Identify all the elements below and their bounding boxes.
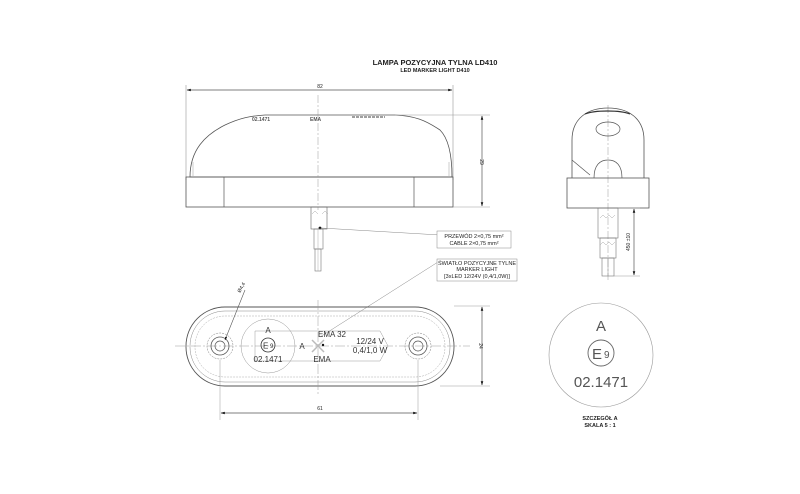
detail-mark-a: A — [596, 318, 606, 335]
cable-callout: PRZEWÓD 2×0,75 mm² CABLE 2×0,75 mm² — [320, 227, 512, 249]
light-callout-line1: ŚWIATŁO POZYCYJNE TYLNE — [438, 259, 516, 267]
end-view: 450 ±10 — [566, 105, 650, 280]
drawing-subtitle: LED MARKER LIGHT D410 — [400, 68, 469, 74]
front-e-digit: 9 — [270, 344, 274, 350]
dim-width: 24 — [477, 343, 483, 349]
detail-caption-line1: SZCZEGÓŁ A — [582, 414, 617, 422]
light-callout-line3: [3xLED 12/24V (0,4/1,0W)] — [444, 274, 510, 280]
front-section-a: A — [299, 342, 305, 351]
drawing-title: LAMPA POZYCYJNA TYLNA LD410 — [373, 58, 498, 67]
front-e-letter: E — [263, 342, 268, 351]
dim-height: 29 — [478, 159, 484, 165]
side-view: 82 02.1471 EMA 29 — [185, 84, 490, 272]
front-view: A E 9 02.1471 A EMA 32 EMA 12/24 V 0,4/1… — [175, 281, 490, 420]
side-brand: EMA — [310, 117, 322, 123]
light-callout-line2: MARKER LIGHT — [456, 267, 498, 273]
front-voltage: 12/24 V — [356, 337, 384, 346]
front-mark-a: A — [265, 326, 271, 335]
cable-callout-line2: CABLE 2×0,75 mm² — [449, 241, 498, 247]
side-approval-number: 02.1471 — [252, 117, 270, 123]
drawing-title-block: LAMPA POZYCYJNA TYLNA LD410 LED MARKER L… — [373, 58, 498, 74]
detail-e-letter: E — [592, 346, 602, 363]
dim-hole-spacing: 61 — [317, 406, 323, 412]
light-callout: ŚWIATŁO POZYCYJNE TYLNE MARKER LIGHT [3x… — [319, 258, 518, 338]
detail-caption-line2: SKALA 5 : 1 — [584, 423, 615, 429]
front-approval-number: 02.1471 — [254, 355, 283, 364]
dim-overall-length: 82 — [317, 84, 323, 90]
dim-cable-length: 450 ±10 — [626, 233, 632, 251]
cable-callout-line1: PRZEWÓD 2×0,75 mm² — [444, 233, 503, 240]
detail-a: A E 9 02.1471 SZCZEGÓŁ A SKALA 5 : 1 — [548, 302, 654, 429]
detail-approval-number: 02.1471 — [574, 374, 628, 391]
front-brand-code: EMA 32 — [318, 330, 347, 339]
front-brand: EMA — [313, 355, 331, 364]
detail-e-digit: 9 — [604, 350, 610, 361]
front-power: 0,4/1,0 W — [353, 346, 388, 355]
dim-hole-diameter: Ø4,4 — [237, 281, 248, 294]
